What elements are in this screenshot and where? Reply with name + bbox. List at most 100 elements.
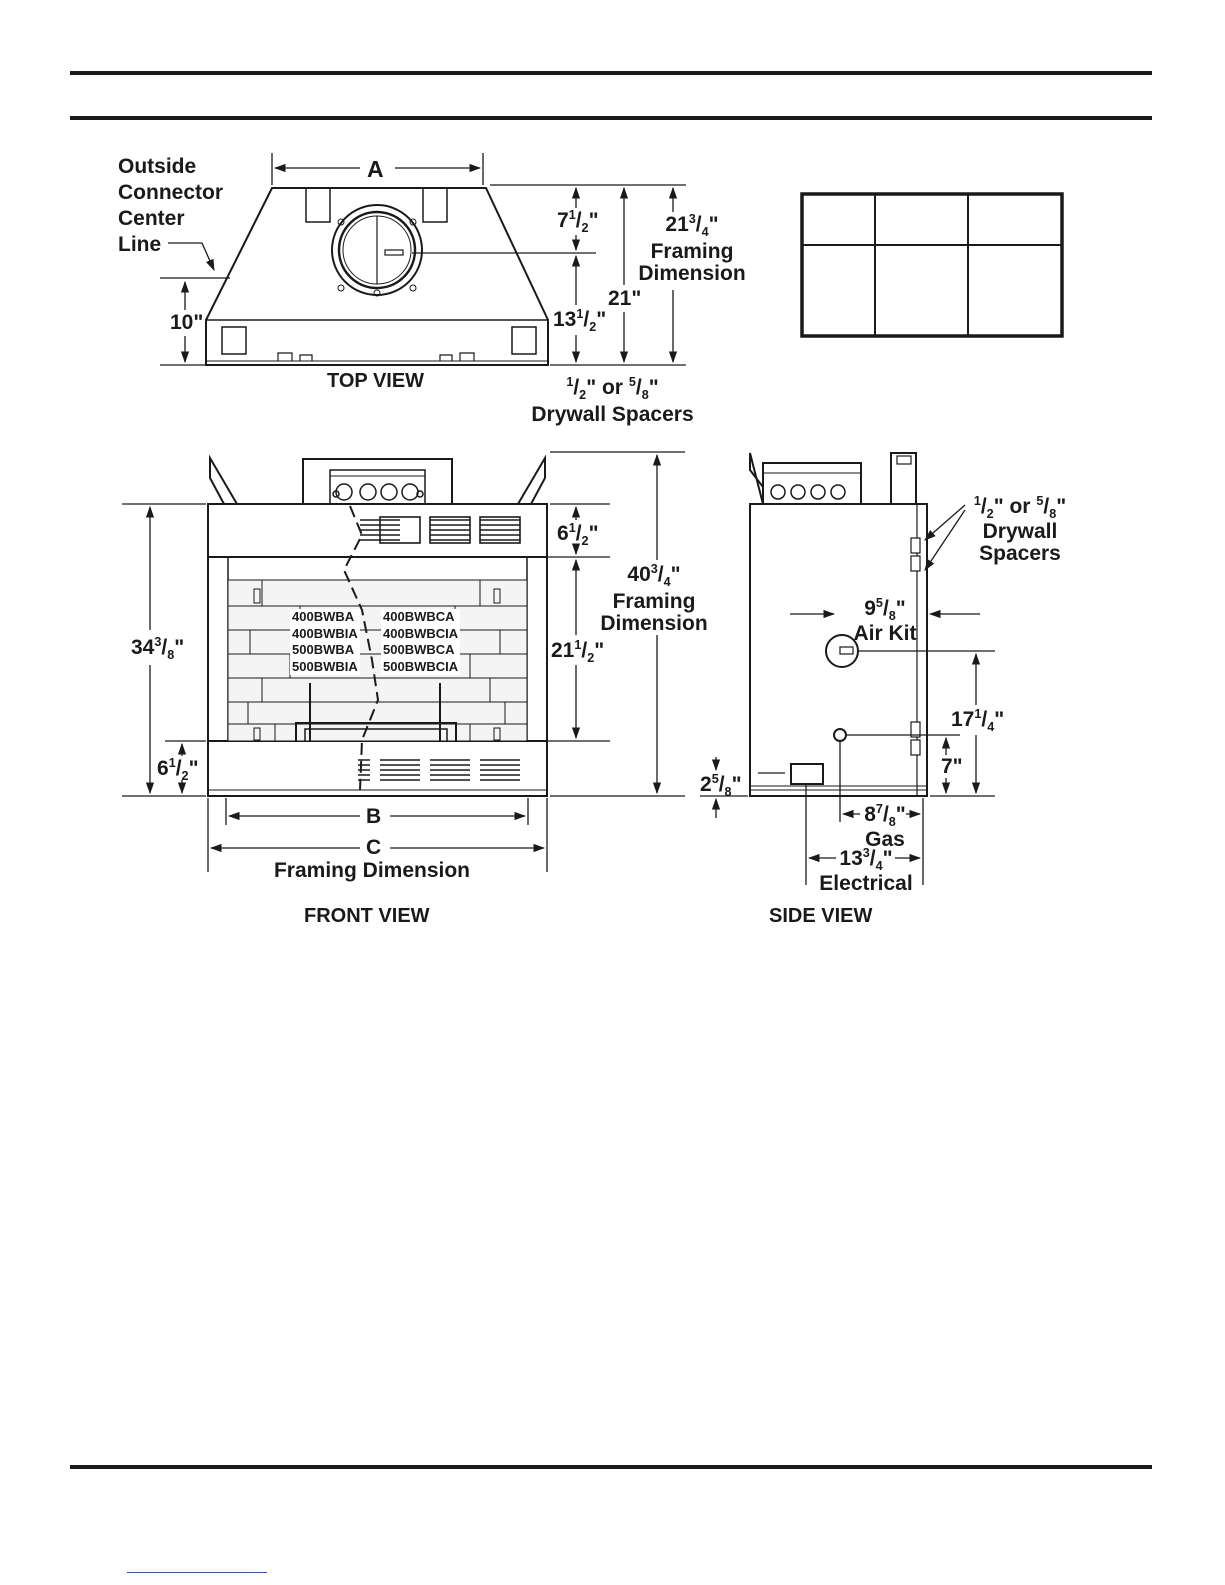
side-view-drawing (749, 452, 928, 797)
header-rule-bottom (70, 116, 1152, 120)
top-framing-line-1: Framing (650, 240, 734, 264)
dim-21-label: 21" (608, 287, 642, 310)
dim-21-3-4-whole: 21 (665, 213, 689, 236)
dim-17-1-4-unit: " (994, 708, 1005, 731)
electrical-label: 133/4" Electrical (810, 846, 922, 896)
dim-17-1-4-den: 4 (987, 720, 995, 735)
dim-7-half-whole: 7 (557, 209, 569, 232)
model-right-3: 500BWBCA (383, 642, 455, 657)
model-left-2: 400BWBIA (292, 625, 358, 641)
connector-label-line-4: Line (118, 233, 162, 256)
side-spacers-n1: 1 (973, 494, 981, 508)
air-kit-unit: " (895, 597, 906, 620)
dim-40-3-4-den: 4 (663, 575, 671, 590)
side-view-dimensions (700, 504, 995, 885)
air-kit-num: 5 (875, 596, 883, 610)
dim-21-half-num: 1 (574, 638, 582, 652)
dim-2-5-8-label: 25/8" (700, 772, 742, 800)
top-spacers-n1: 1 (566, 375, 574, 389)
connector-label-line-1: Outside (118, 155, 197, 178)
dim-13-half-label: 131/2" (553, 307, 607, 335)
dim-17-1-4-whole: 17 (951, 708, 975, 731)
front-view-cutaway (332, 483, 521, 791)
header-rule-top (70, 71, 1152, 75)
dim-34-3-8-den: 8 (167, 648, 175, 663)
model-list-left: 400BWBA 400BWBIA 500BWBA 500BWBIA (290, 609, 360, 675)
electrical-unit: " (882, 847, 893, 870)
air-kit-label: 95/8" Air Kit (836, 596, 934, 645)
model-right-2: 400BWBCIA (383, 625, 459, 641)
dim-6-half-bottom-num: 1 (168, 756, 176, 770)
blank-dimension-table (800, 192, 1064, 338)
air-kit-value: 95/8" (864, 596, 906, 624)
gas-unit: " (895, 803, 906, 826)
electrical-den: 4 (875, 859, 883, 874)
gas-num: 7 (875, 802, 883, 816)
dim-6-half-bottom-whole: 6 (157, 757, 169, 780)
dim-7-half-num: 1 (568, 208, 576, 222)
front-view-drawing (207, 454, 548, 797)
electrical-caption: Electrical (819, 872, 913, 896)
dim-7-half-den: 2 (581, 221, 589, 236)
front-view-title: FRONT VIEW (304, 905, 430, 927)
side-view-title: SIDE VIEW (769, 905, 873, 927)
front-framing-line-2: Dimension (600, 612, 708, 636)
dim-6-half-top-label: 61/2" (557, 521, 599, 549)
side-spacers-line-3: Spacers (979, 542, 1061, 566)
dim-6-half-bottom-den: 2 (181, 769, 189, 784)
dim-2-5-8-whole: 2 (700, 773, 712, 796)
dim-7-label: 7" (941, 755, 963, 778)
model-left-4: 500BWBIA (292, 658, 358, 674)
dim-c-label: C (366, 836, 382, 859)
side-spacers-label: 1/2" or 5/8" Drywall Spacers (958, 494, 1082, 566)
dim-34-3-8-unit: " (174, 636, 185, 659)
connector-label-line-2: Connector (118, 181, 223, 204)
dim-17-1-4-label: 171/4" (951, 707, 1005, 735)
electrical-num: 3 (862, 846, 870, 860)
model-right-1: 400BWBCA (383, 609, 455, 624)
front-view-dimensions (122, 451, 685, 872)
top-view-drawing (205, 187, 549, 366)
side-spacers-line-2: Drywall (982, 520, 1058, 544)
dim-40-3-4-unit: " (670, 563, 681, 586)
dim-7-half-label: 71/2" (557, 208, 599, 236)
front-framing-line-1: Framing (612, 590, 696, 614)
dim-21-half-label: 211/2" (551, 638, 605, 666)
gas-whole: 8 (864, 803, 876, 826)
dim-40-3-4-label: 403/4" Framing Dimension (592, 562, 716, 636)
dim-13-half-den: 2 (589, 320, 597, 335)
top-view-dimensions (160, 153, 686, 366)
dim-40-3-4-whole: 40 (627, 563, 651, 586)
dim-6-half-top-den: 2 (581, 534, 589, 549)
top-spacers-d1: 2 (579, 388, 587, 403)
connector-label-line-3: Center (118, 207, 185, 230)
dim-34-3-8-num: 3 (154, 635, 162, 649)
dim-13-half-unit: " (596, 308, 607, 331)
dim-21-half-den: 2 (587, 651, 595, 666)
side-spacers-unit: " (1056, 495, 1067, 518)
dim-40-3-4-value: 403/4" (627, 562, 681, 590)
dim-2-5-8-num: 5 (711, 772, 719, 786)
dim-2-5-8-den: 8 (724, 785, 732, 800)
electrical-value: 133/4" (839, 846, 893, 874)
model-list-right: 400BWBCA 400BWBCIA 500BWBCA 500BWBCIA (381, 609, 461, 675)
side-spacers-line-1: 1/2" or 5/8" (973, 494, 1067, 522)
air-kit-den: 8 (888, 609, 896, 624)
dim-40-3-4-num: 3 (650, 562, 658, 576)
dim-21-3-4-num: 3 (688, 212, 696, 226)
dim-21-half-whole: 21 (551, 639, 575, 662)
dim-c-caption: Framing Dimension (273, 859, 471, 882)
side-spacers-d2: 8 (1049, 507, 1057, 522)
dim-6-half-bottom-label: 61/2" (157, 756, 199, 784)
dim-b-label: B (366, 805, 382, 828)
dim-21-3-4-value: 213/4" (665, 212, 719, 240)
top-spacers-unit: " (648, 376, 659, 399)
gas-den: 8 (888, 815, 896, 830)
dim-17-1-4-num: 1 (974, 707, 982, 721)
dim-21-3-4-unit: " (708, 213, 719, 236)
dim-6-half-top-whole: 6 (557, 522, 569, 545)
top-spacers-line-1: 1/2" or 5/8" (566, 375, 659, 403)
dim-21-3-4-label: 213/4" Framing Dimension (632, 212, 752, 286)
footer-link-underline[interactable] (127, 1572, 267, 1573)
